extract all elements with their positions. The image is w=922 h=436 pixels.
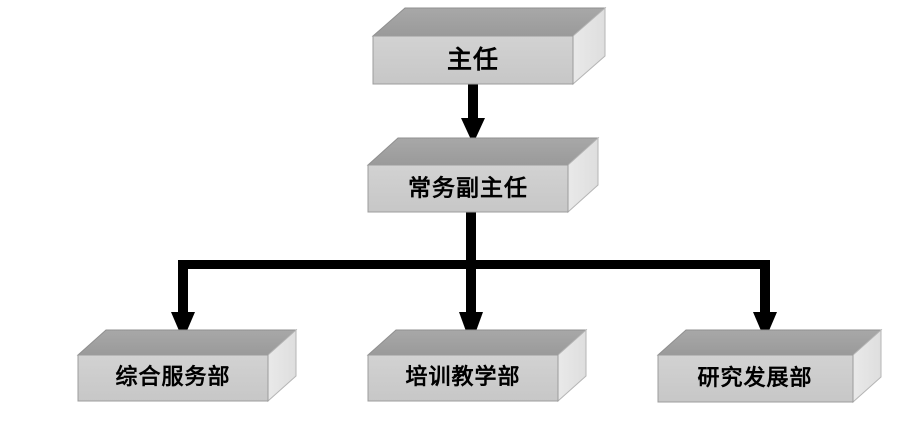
node-label-general-service-dept: 综合服务部 bbox=[115, 364, 230, 390]
box-top-face bbox=[76, 329, 298, 356]
box-top-face bbox=[371, 7, 607, 37]
node-general-service-dept[interactable]: 综合服务部 bbox=[76, 328, 298, 403]
node-label-training-teaching-dept: 培训教学部 bbox=[405, 364, 520, 390]
box-front-face bbox=[657, 354, 854, 403]
connector-stem bbox=[466, 260, 476, 318]
node-label-research-development-dept: 研究发展部 bbox=[697, 365, 812, 391]
arrowhead-down-icon bbox=[459, 312, 483, 345]
arrowhead-down-icon bbox=[753, 312, 777, 340]
node-director[interactable]: 主任 bbox=[371, 6, 607, 86]
node-executive-deputy-director[interactable]: 常务副主任 bbox=[366, 136, 600, 214]
arrowhead-down-icon bbox=[461, 118, 485, 144]
node-training-teaching-dept[interactable]: 培训教学部 bbox=[366, 328, 588, 403]
connector-stem bbox=[466, 212, 476, 270]
node-label-director: 主任 bbox=[447, 45, 499, 74]
connector-stem bbox=[760, 260, 770, 318]
connector-deputy-to-bus bbox=[466, 212, 476, 270]
connector-stem bbox=[468, 84, 478, 122]
box-front-face bbox=[367, 164, 569, 213]
connector-group bbox=[171, 84, 777, 345]
connector-stem bbox=[178, 260, 188, 318]
connector-bus-to-research-development bbox=[753, 260, 777, 340]
box-front-face bbox=[367, 354, 559, 402]
node-label-executive-deputy-director: 常务副主任 bbox=[408, 175, 528, 202]
arrowhead-down-icon bbox=[171, 312, 195, 340]
connector-bus-to-training-teaching bbox=[459, 260, 483, 345]
box-front-face bbox=[372, 35, 574, 85]
node-research-development-dept[interactable]: 研究发展部 bbox=[656, 328, 883, 404]
connector-director-to-deputy bbox=[461, 84, 485, 144]
connector-bus-to-general-service bbox=[171, 260, 195, 340]
box-top-face bbox=[366, 329, 588, 356]
box-top-face bbox=[366, 137, 600, 166]
box-front-face bbox=[77, 354, 269, 402]
box-top-face bbox=[656, 329, 883, 356]
